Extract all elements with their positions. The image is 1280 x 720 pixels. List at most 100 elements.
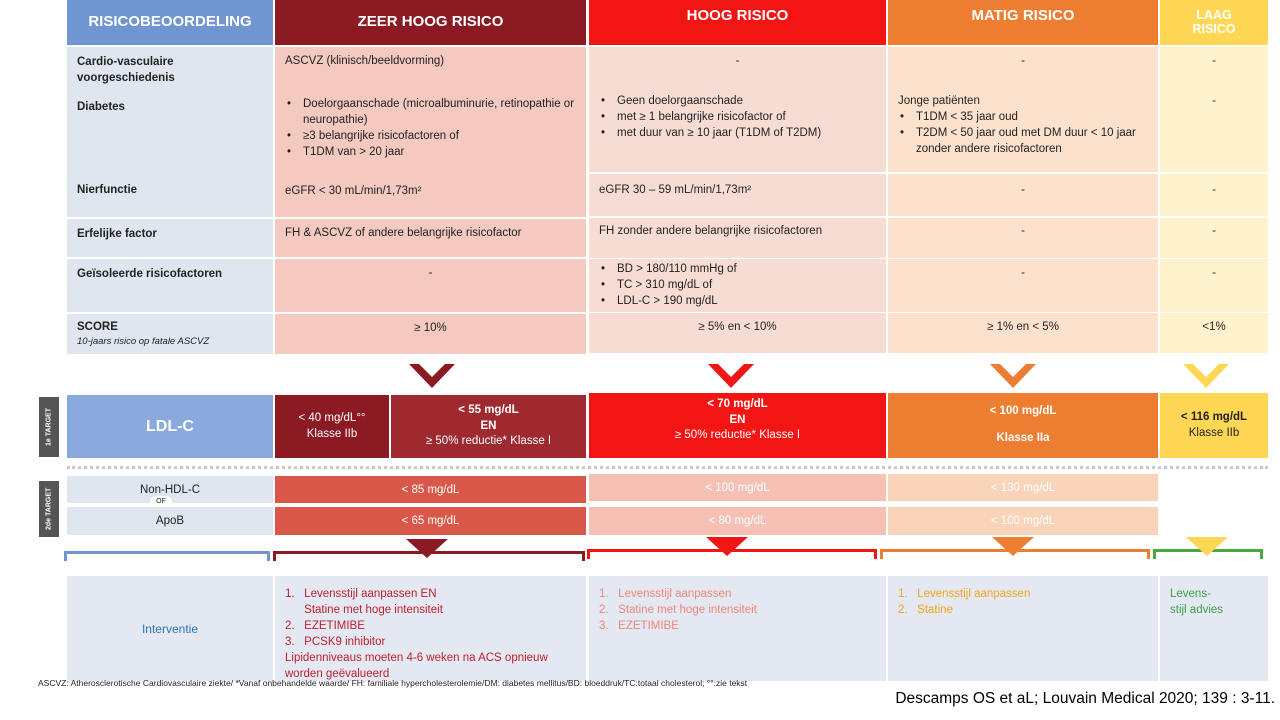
diabetes-very-high: Doelorgaanschade (microalbuminurie, reti… — [275, 92, 586, 175]
header-low-risk-line1: LAAG — [1196, 7, 1232, 22]
ldl-very-high-a: < 40 mg/dL°° Klasse IIb — [275, 395, 389, 458]
isolated-very-high: - — [275, 259, 586, 312]
chevron-down-icon — [990, 364, 1036, 388]
iv-h-item: 2. Statine met hoge intensiteit — [599, 604, 757, 617]
header-high-risk: HOOG RISICO — [589, 0, 886, 45]
ldl-vh-b-and: EN — [480, 419, 497, 432]
or-badge: OF — [150, 496, 172, 508]
iv-vh-item: 2. EZETIMIBE — [285, 620, 365, 633]
iv-l-line2: stijl advies — [1170, 604, 1224, 617]
cv-very-high: ASCVZ (klinisch/beeldvorming) — [275, 47, 586, 92]
cv-low: - — [1160, 47, 1268, 85]
row-label-isolated-risk: Geïsoleerde risicofactoren — [67, 259, 273, 312]
ldl-high: < 70 mg/dL EN ≥ 50% reductie* Klasse I — [589, 393, 886, 458]
iv-vh-item: 1. Levensstijl aanpassen EN — [285, 588, 437, 600]
diabetes-h-item: met duur van ≥ 10 jaar (T1DM of T2DM) — [599, 125, 876, 141]
intervention-very-high: 1. Levensstijl aanpassen EN Statine met … — [275, 576, 586, 681]
isolated-low: - — [1160, 259, 1268, 312]
ldl-h-and: EN — [729, 413, 746, 426]
header-risk-assessment: RISICOBEOORDELING — [67, 0, 273, 45]
diabetes-vh-item: T1DM van > 20 jaar — [285, 144, 576, 160]
score-very-high: ≥ 10% — [275, 314, 586, 354]
score-moderate: ≥ 1% en < 5% — [888, 313, 1158, 353]
chevron-down-icon — [1183, 364, 1229, 388]
diabetes-h-item: met ≥ 1 belangrijke risicofactor of — [599, 109, 876, 125]
row-label-diabetes: Diabetes — [67, 92, 273, 175]
intervention-label: Interventie — [67, 576, 273, 681]
header-low-risk: LAAG RISICO — [1160, 0, 1268, 45]
intervention-moderate: 1. Levensstijl aanpassen 2. Statine — [888, 576, 1158, 681]
iv-m-item: 2. Statine — [898, 604, 953, 617]
diabetes-high: Geen doelorgaanschade met ≥ 1 belangrijk… — [589, 85, 886, 172]
ldl-l-class: Klasse IIb — [1188, 426, 1240, 439]
ldl-vh-b-value: < 55 mg/dL — [458, 404, 519, 417]
apob-very-high: < 65 mg/dL — [275, 507, 586, 535]
arrow-down-icon — [992, 537, 1034, 556]
ldl-vh-a-value: < 40 mg/dL°° — [298, 411, 366, 424]
header-very-high-risk: ZEER HOOG RISICO — [275, 0, 586, 45]
iv-l-line1: Levens- — [1170, 588, 1211, 600]
row-label-cv-line2: voorgeschiedenis — [77, 71, 175, 84]
arrow-down-icon — [406, 539, 448, 558]
ldl-m-value: < 100 mg/dL — [989, 405, 1057, 418]
ldl-vh-a-class: Klasse IIb — [306, 427, 358, 440]
isolated-moderate: - — [888, 259, 1158, 312]
row-label-kidney: Nierfunctie — [67, 175, 273, 217]
iv-h-item: 3. EZETIMIBE — [599, 620, 679, 633]
hereditary-low: - — [1160, 218, 1268, 258]
header-low-risk-line2: RISICO — [1192, 21, 1236, 36]
diabetes-m-item: T2DM < 50 jaar oud met DM duur < 10 jaar… — [898, 125, 1148, 157]
first-target-side-label: 1e TARGET — [39, 397, 59, 457]
score-label: SCORE — [77, 321, 118, 333]
intervention-low: Levens- stijl advies — [1160, 576, 1268, 681]
nonhdl-moderate: < 130 mg/dL — [888, 474, 1158, 501]
chevron-down-icon — [708, 364, 754, 388]
diabetes-moderate: Jonge patiënten T1DM < 35 jaar oud T2DM … — [888, 85, 1158, 172]
diabetes-m-item: T1DM < 35 jaar oud — [898, 109, 1148, 125]
isolated-h-item: LDL-C > 190 mg/dL — [599, 293, 876, 309]
hereditary-very-high: FH & ASCVZ of andere belangrijke risicof… — [275, 219, 586, 257]
citation: Descamps OS et aL; Louvain Medical 2020;… — [895, 690, 1275, 707]
ldl-c-label: LDL-C — [67, 395, 273, 458]
iv-vh-item: Statine met hoge intensiteit — [285, 604, 443, 617]
apob-label: ApoB — [67, 507, 273, 535]
cv-moderate: - — [888, 47, 1158, 85]
arrow-down-icon — [1186, 537, 1228, 556]
kidney-moderate: - — [888, 174, 1158, 216]
ldl-l-value: < 116 mg/dL — [1180, 410, 1248, 423]
footnote: ASCVZ: Atherosclerotische Cardiovasculai… — [38, 678, 748, 688]
diabetes-low: - — [1160, 85, 1268, 172]
kidney-low: - — [1160, 174, 1268, 216]
apob-high: < 80 mg/dL — [589, 507, 886, 535]
bracket-blue — [64, 551, 270, 561]
chevron-down-icon — [409, 364, 455, 388]
isolated-h-item: BD > 180/110 mmHg of — [599, 261, 876, 277]
nonhdl-high: < 100 mg/dL — [589, 474, 886, 501]
ldl-moderate: < 100 mg/dL Klasse IIa — [888, 393, 1158, 458]
ldl-low: < 116 mg/dL Klasse IIb — [1160, 393, 1268, 458]
apob-moderate: < 100 mg/dL — [888, 507, 1158, 535]
intervention-high: 1. Levensstijl aanpassen 2. Statine met … — [589, 576, 886, 681]
iv-m-item: 1. Levensstijl aanpassen — [898, 588, 1031, 600]
kidney-very-high: eGFR < 30 mL/min/1,73m² — [275, 175, 586, 217]
second-target-side-label: 2de TARGET — [39, 481, 59, 537]
arrow-down-icon — [706, 537, 748, 556]
diabetes-m-intro: Jonge patiënten — [898, 95, 980, 107]
nonhdl-very-high: < 85 mg/dL — [275, 476, 586, 503]
target-divider — [67, 466, 1268, 469]
row-label-cv-line1: Cardio-vasculaire — [77, 56, 174, 68]
ldl-very-high-b: < 55 mg/dL EN ≥ 50% reductie* Klasse I — [391, 395, 586, 458]
diabetes-h-item: Geen doelorgaanschade — [599, 93, 876, 109]
iv-h-item: 1. Levensstijl aanpassen — [599, 588, 732, 600]
row-label-cv-history: Cardio-vasculaire voorgeschiedenis — [67, 47, 273, 92]
ldl-vh-b-reduction: ≥ 50% reductie* Klasse I — [425, 435, 552, 448]
cv-high: - — [589, 47, 886, 85]
score-low: <1% — [1160, 313, 1268, 353]
row-label-score: SCORE 10-jaars risico op fatale ASCVZ — [67, 314, 273, 354]
diabetes-vh-item: ≥3 belangrijke risicofactoren of — [285, 128, 576, 144]
iv-vh-item: 3. PCSK9 inhibitor — [285, 636, 386, 649]
hereditary-high: FH zonder andere belangrijke risicofacto… — [589, 218, 886, 258]
diabetes-vh-item: Doelorgaanschade (microalbuminurie, reti… — [285, 96, 576, 128]
ldl-m-class: Klasse IIa — [996, 431, 1050, 444]
row-label-hereditary: Erfelijke factor — [67, 219, 273, 257]
